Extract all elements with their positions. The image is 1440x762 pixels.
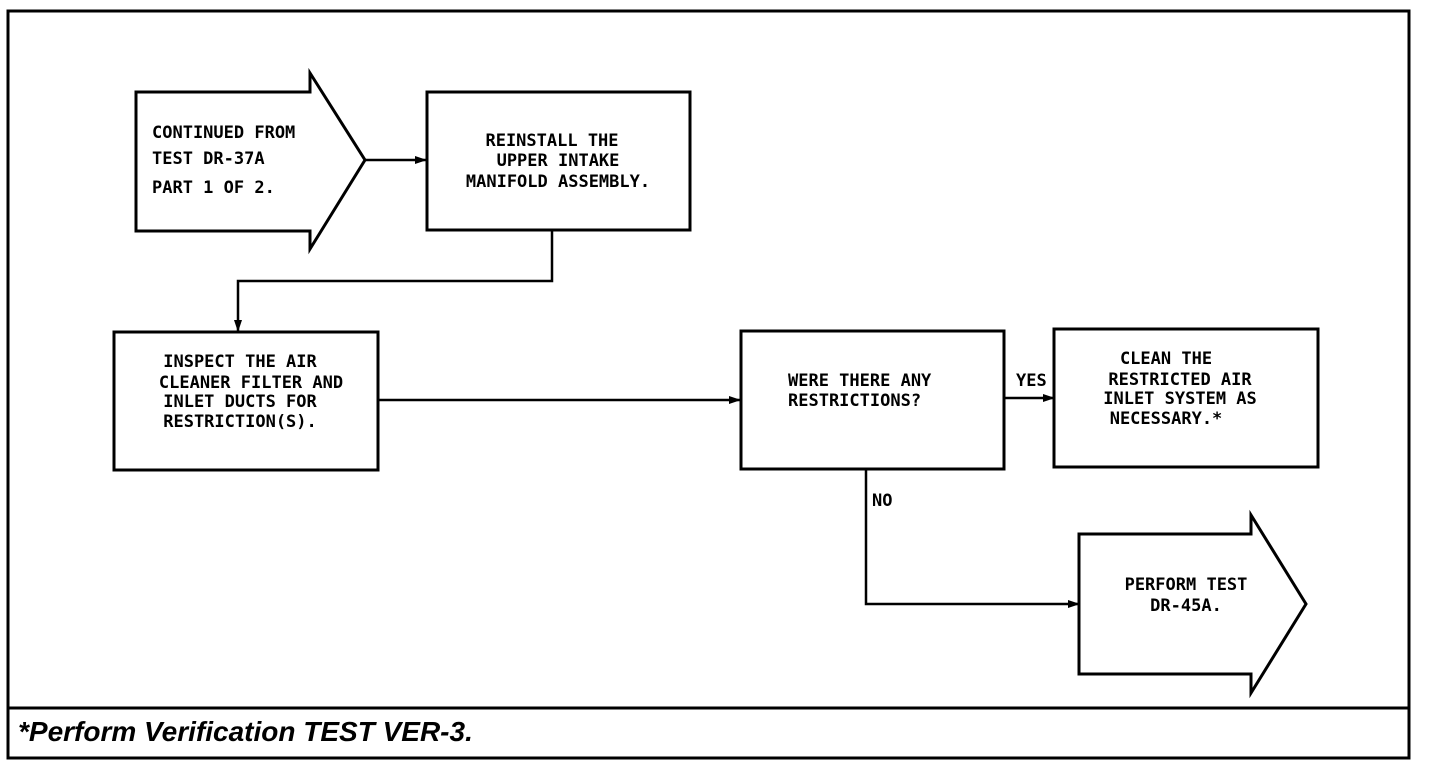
node-clean-line-2: RESTRICTED AIR <box>1108 370 1252 390</box>
node-perform: PERFORM TEST DR-45A. <box>1077 509 1308 699</box>
node-perform-line-2: DR-45A. <box>1150 596 1222 616</box>
node-decision: WERE THERE ANY RESTRICTIONS? <box>739 329 1006 471</box>
node-decision-line-1: WERE THERE ANY <box>788 371 932 391</box>
node-decision-line-2: RESTRICTIONS? <box>788 391 921 411</box>
node-clean-line-1: CLEAN THE <box>1120 349 1212 369</box>
node-start-line-2: TEST DR-37A <box>152 149 265 169</box>
edge-label-no: NO <box>872 491 892 511</box>
node-inspect-line-3: INLET DUCTS FOR <box>163 392 317 412</box>
footnote: *Perform Verification TEST VER-3. <box>18 716 473 747</box>
node-reinstall-line-3: MANIFOLD ASSEMBLY. <box>466 172 650 192</box>
outer-frame <box>6 9 1411 760</box>
node-clean-line-4: NECESSARY.* <box>1110 409 1223 429</box>
node-clean-line-3: INLET SYSTEM AS <box>1103 389 1257 409</box>
node-start-line-1: CONTINUED FROM <box>152 123 295 143</box>
node-perform-line-1: PERFORM TEST <box>1125 575 1248 595</box>
node-inspect-line-2: CLEANER FILTER AND <box>159 373 343 393</box>
node-inspect-line-1: INSPECT THE AIR <box>163 352 317 372</box>
node-inspect: INSPECT THE AIR CLEANER FILTER AND INLET… <box>112 330 380 472</box>
edge-label-yes: YES <box>1016 371 1047 391</box>
connector-reinstall-to-inspect <box>234 230 554 332</box>
node-reinstall-line-2: UPPER INTAKE <box>497 151 620 171</box>
node-inspect-line-4: RESTRICTION(S). <box>163 412 317 432</box>
node-reinstall-line-1: REINSTALL THE <box>485 131 618 151</box>
node-start-line-3: PART 1 OF 2. <box>152 178 275 198</box>
node-clean: CLEAN THE RESTRICTED AIR INLET SYSTEM AS… <box>1052 327 1320 469</box>
connector-decision-to-perform <box>864 469 1080 608</box>
node-reinstall: REINSTALL THE UPPER INTAKE MANIFOLD ASSE… <box>425 90 692 232</box>
node-start: CONTINUED FROM TEST DR-37A PART 1 OF 2. <box>134 67 367 255</box>
